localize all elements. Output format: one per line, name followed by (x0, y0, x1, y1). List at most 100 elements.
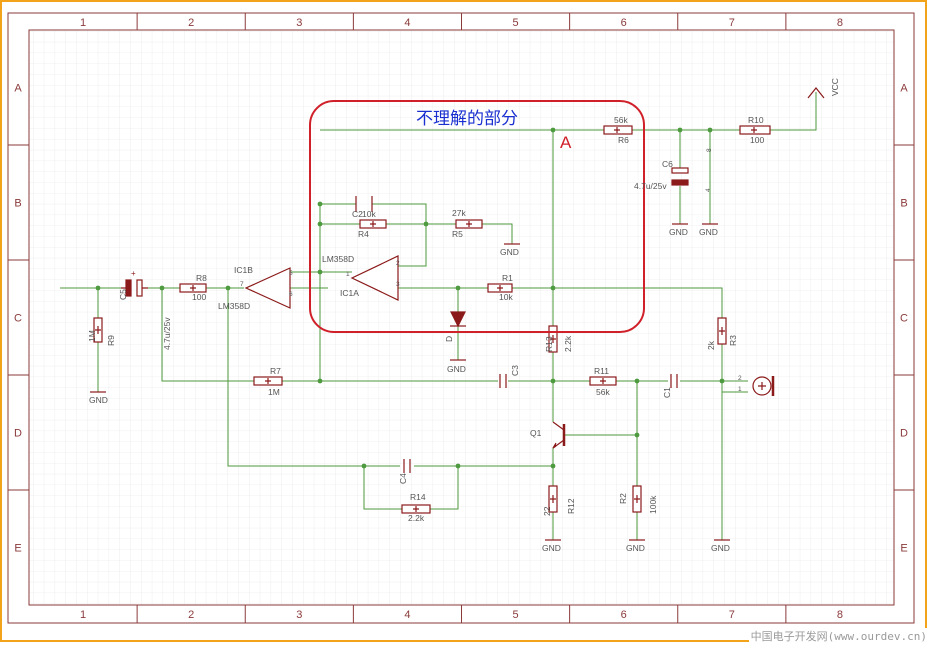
gnd-symbols (90, 223, 730, 541)
label-r13-value: 2.2k (563, 335, 573, 352)
column-label-top: 3 (296, 17, 302, 29)
label-r14-value: 2.2k (408, 513, 425, 523)
label-r12-value: 22 (542, 506, 552, 516)
label-ic1p-pin8: 8 (706, 148, 713, 152)
column-label-bottom: 1 (80, 609, 86, 621)
label-c2-ref: C2 (352, 209, 363, 219)
transistor-q1 (552, 421, 566, 449)
resistor-r14 (401, 504, 431, 514)
labels: C5 4.7u/25v 1M R9 R8 100 IC1B LM358D 7 5… (87, 78, 840, 553)
column-label-top: 5 (513, 17, 519, 29)
capacitor-c2 (355, 196, 373, 212)
label-r8-value: 100 (192, 292, 206, 302)
label-c5-value: 4.7u/25v (162, 317, 172, 350)
label-r3-value: 2k (706, 340, 716, 350)
label-r10-ref: R10 (748, 115, 764, 125)
row-label-left: D (14, 428, 22, 440)
label-gnd: GND (447, 364, 466, 374)
column-label-top: 2 (188, 17, 194, 29)
row-label-right: D (900, 428, 908, 440)
row-label-left: C (14, 313, 22, 325)
row-label-right: C (900, 313, 908, 325)
label-r11-ref: R11 (594, 366, 609, 376)
resistor-r11 (589, 376, 617, 386)
column-label-bottom: 8 (837, 609, 843, 621)
label-r2-ref: R2 (618, 493, 628, 504)
resistor-r2 (632, 485, 642, 513)
label-r2-value: 100k (648, 495, 658, 514)
watermark: 中国电子开发网(www.ourdev.cn) (748, 628, 929, 644)
column-label-bottom: 6 (621, 609, 627, 621)
row-label-left: B (14, 198, 21, 210)
column-label-top: 1 (80, 17, 86, 29)
column-label-top: 8 (837, 17, 843, 29)
capacitor-c6 (671, 167, 689, 186)
resistor-r4 (359, 219, 387, 229)
resistor-r7 (253, 376, 283, 386)
column-label-bottom: 3 (296, 609, 302, 621)
label-r9-value: 1M (87, 330, 97, 342)
label-c5-ref: C5 (118, 289, 128, 300)
label-ic1a-pin3: 3 (396, 281, 400, 288)
label-gnd: GND (626, 543, 645, 553)
row-label-left: E (14, 543, 21, 555)
resistor-r10 (739, 125, 771, 135)
capacitor-c4 (403, 459, 411, 473)
label-r6-ref: R6 (618, 135, 629, 145)
label-ic1a-ref: IC1A (340, 288, 359, 298)
label-c4-ref: C4 (398, 473, 408, 484)
capacitor-c5: + (121, 269, 148, 297)
microphone (752, 376, 775, 396)
label-r5-value: 27k (452, 208, 466, 218)
resistor-r13 (548, 325, 558, 353)
label-ic1b-pin5: 5 (289, 270, 293, 277)
label-ic1a-pin2: 2 (396, 260, 400, 267)
label-ic1p-pin4: 4 (705, 188, 712, 192)
annotation-marker: A (560, 133, 572, 152)
vcc-arrow (807, 87, 825, 99)
label-ic1b-ref: IC1B (234, 265, 253, 275)
row-label-right: B (900, 198, 907, 210)
column-label-top: 6 (621, 17, 627, 29)
row-label-right: E (900, 543, 907, 555)
label-r1-ref: R1 (502, 273, 513, 283)
label-r7-value: 1M (268, 387, 280, 397)
label-r11-value: 56k (596, 387, 610, 397)
label-r1-value: 10k (499, 292, 513, 302)
capacitor-c3 (499, 374, 507, 388)
label-r10-value: 100 (750, 135, 764, 145)
row-label-left: A (14, 83, 22, 95)
label-r4-ref: R4 (358, 229, 369, 239)
label-gnd: GND (711, 543, 730, 553)
label-gnd: GND (89, 395, 108, 405)
resistor-r1 (487, 283, 513, 293)
opamp-ic1a (350, 255, 399, 301)
label-ic1a-pin1: 1 (346, 271, 350, 278)
label-ic1b-pin7: 7 (240, 281, 244, 288)
capacitor-c1 (670, 374, 678, 388)
label-ic1b-pin6: 6 (289, 291, 293, 298)
label-gnd: GND (500, 247, 519, 257)
components: + (90, 87, 825, 541)
resistor-r5 (455, 219, 483, 229)
resistor-r9 (93, 317, 103, 343)
junctions (95, 127, 725, 469)
column-label-bottom: 7 (729, 609, 735, 621)
diode-d (450, 311, 466, 328)
column-label-bottom: 2 (188, 609, 194, 621)
label-d-ref: D (444, 336, 454, 342)
label-r13-ref: R13 (544, 336, 554, 352)
label-c6-ref: C6 (662, 159, 673, 169)
column-label-top: 7 (729, 17, 735, 29)
label-mic-pin1: 1 (738, 386, 742, 393)
label-r3-ref: R3 (728, 335, 738, 346)
label-vcc: VCC (830, 78, 840, 96)
label-r12-ref: R12 (566, 498, 576, 514)
resistor-r3 (717, 317, 727, 345)
resistor-r8 (179, 283, 207, 293)
label-gnd: GND (669, 227, 688, 237)
annotation-title: 不理解的部分 (416, 109, 518, 128)
label-r7-ref: R7 (270, 366, 281, 376)
label-c3-ref: C3 (510, 365, 520, 376)
